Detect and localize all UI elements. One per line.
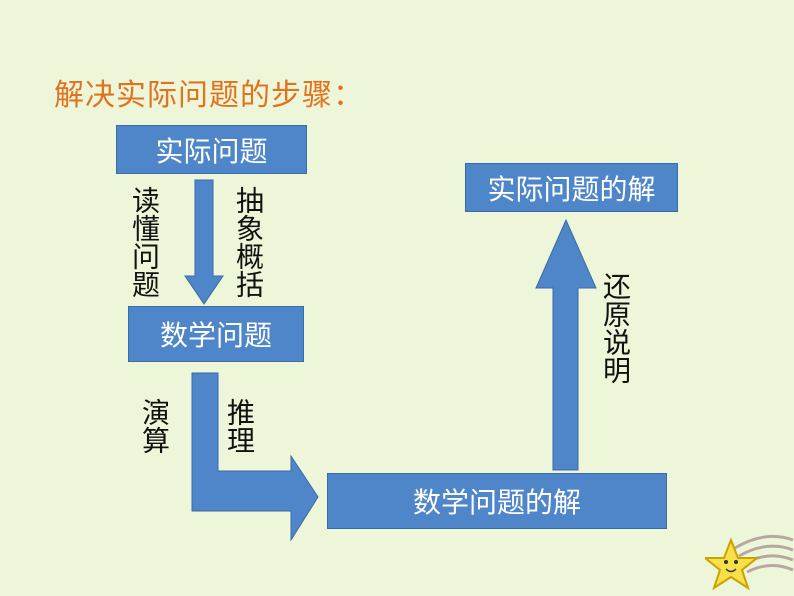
up-arrow [535,218,597,471]
star-icon [705,534,794,591]
label-reason: 推理 [223,398,256,454]
label-read-understand: 读懂问题 [128,186,161,298]
label-calculate: 演算 [138,398,171,454]
down-arrow [184,179,224,305]
practical-problem-label: 实际问题 [155,134,268,168]
label-abstract-generalize: 抽象概括 [232,186,265,298]
practical-solution-label: 实际问题的解 [487,172,656,206]
page-title: 解决实际问题的步骤： [54,78,364,113]
math-problem-box: 数学问题 [128,306,304,362]
math-problem-label: 数学问题 [159,319,272,352]
practical-solution-box: 实际问题的解 [465,163,678,212]
bent-arrow [191,372,319,542]
math-solution-box: 数学问题的解 [327,473,667,529]
practical-problem-box: 实际问题 [116,125,307,174]
math-solution-label: 数学问题的解 [412,486,581,519]
label-restore-explain: 还原说明 [599,272,632,384]
